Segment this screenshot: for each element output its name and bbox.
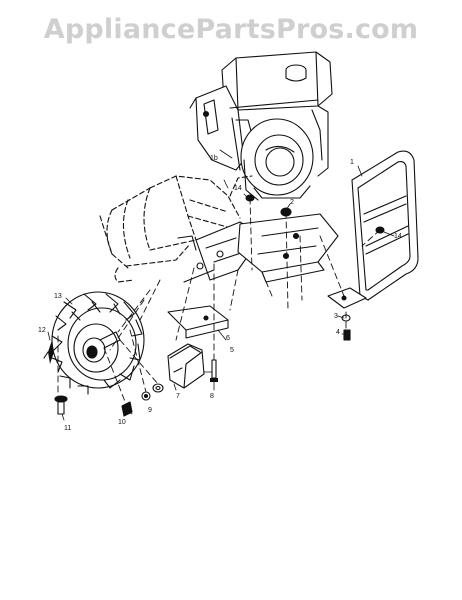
part-label-4: 4 xyxy=(336,329,340,336)
part-label-14-left: 14 xyxy=(234,185,242,192)
part-label-13: 13 xyxy=(54,293,62,300)
engine-assembly xyxy=(189,51,333,201)
site-watermark: AppliancePartsPros.com xyxy=(43,14,419,45)
leader-lines xyxy=(47,149,395,421)
part-label-10: 10 xyxy=(118,419,126,426)
mounting-plate xyxy=(237,213,339,283)
part-label-3: 3 xyxy=(334,313,338,320)
part-label-8: 8 xyxy=(210,393,214,400)
assembly-guide-lines xyxy=(57,197,381,405)
part-label-1b: 1b xyxy=(210,155,218,162)
part-label-11: 11 xyxy=(64,425,71,432)
part-label-5: 5 xyxy=(230,347,234,354)
tiller-frame xyxy=(99,175,253,283)
part-label-12: 12 xyxy=(38,327,46,334)
part-number-labels: 1 1b 2 3 4 5 6 7 8 9 10 11 12 13 14 14 xyxy=(38,155,402,432)
front-guard xyxy=(327,150,419,309)
part-label-6: 6 xyxy=(226,335,230,342)
tire-wheel xyxy=(51,291,145,395)
part-label-7: 7 xyxy=(176,393,180,400)
part-label-1: 1 xyxy=(350,159,354,166)
part-label-9: 9 xyxy=(148,407,152,414)
part-label-2: 2 xyxy=(290,199,294,206)
part-label-14-right: 14 xyxy=(394,233,402,240)
